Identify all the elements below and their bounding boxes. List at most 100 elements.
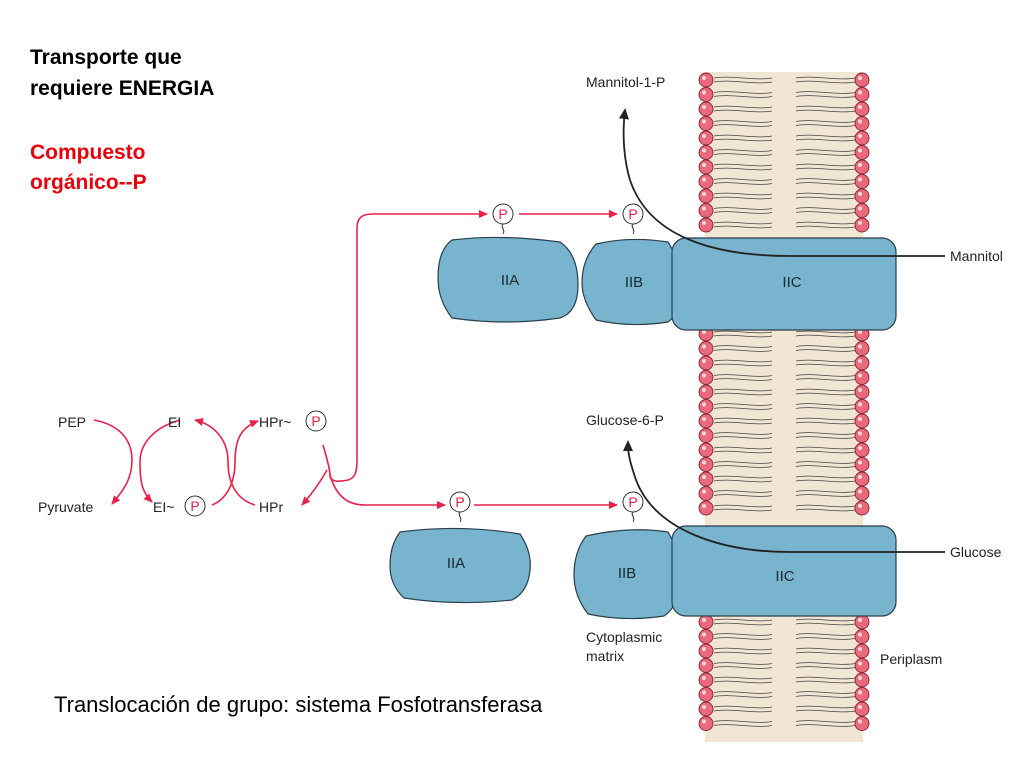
lipid-head (854, 341, 870, 356)
lipid-head-highlight (702, 402, 706, 407)
lipid-head-highlight (858, 690, 862, 695)
lipid-head (698, 413, 714, 429)
glucose-6-p-label: Glucose-6-P (586, 412, 664, 428)
mannitol-transport-arrow (618, 108, 945, 257)
lipid-head (854, 428, 870, 443)
mannitol-1-p-label: Mannitol-1-P (586, 74, 665, 90)
lipid-head-highlight (702, 344, 706, 349)
lipid-head (698, 658, 714, 673)
svg-text:P: P (628, 494, 637, 510)
lipid-head (698, 217, 714, 233)
lipid-head-highlight (702, 177, 706, 182)
lipid-tail (713, 475, 773, 483)
lipid-head (854, 203, 870, 218)
ei-hpr-exchange (194, 418, 259, 506)
lipid-tail (713, 618, 773, 626)
lipid-head-highlight (702, 431, 706, 436)
lipid-head (698, 486, 714, 501)
glucose-transport-arrow (623, 440, 945, 553)
lipid-head-highlight (702, 647, 706, 651)
lipid-head (854, 355, 870, 371)
lipid-tail (713, 105, 773, 113)
lipid-head-highlight (702, 221, 706, 225)
lipid-head-highlight (858, 647, 862, 651)
lipid-tail (713, 330, 773, 338)
heading-line-2: requiere ENERGIA (30, 77, 215, 100)
lipid-head (854, 174, 870, 189)
lipid-tail (713, 149, 773, 156)
lipid-tail (713, 120, 773, 127)
iia-protein-top (437, 236, 579, 323)
lipid-head (698, 370, 714, 385)
lipid-head-highlight (702, 105, 706, 109)
lipid-tail (795, 662, 856, 669)
ei-p-label: EI~ (153, 499, 174, 515)
lipid-head-highlight (702, 192, 706, 196)
lipid-tail (713, 374, 773, 381)
lipid-head-highlight (858, 705, 862, 709)
lipid-head (854, 188, 870, 204)
lipid-head (854, 486, 870, 501)
lipid-head-highlight (858, 373, 862, 378)
lipid-tail (795, 403, 856, 410)
matrix-label: matrix (586, 648, 624, 664)
lipid-tail (795, 417, 856, 425)
lipid-tail (713, 691, 773, 698)
lipid-head (854, 217, 870, 233)
lipid-head (698, 457, 714, 472)
lipid-tail (713, 207, 773, 214)
lipid-tail (713, 403, 773, 410)
lipid-head-highlight (702, 359, 706, 363)
lipid-head-highlight (858, 446, 862, 450)
iib-label-top: IIB (625, 274, 643, 291)
lipid-head (854, 658, 870, 673)
lipid-head-highlight (858, 661, 862, 666)
lipid-head-highlight (702, 373, 706, 378)
lipid-head (698, 116, 714, 131)
lipid-head (698, 174, 714, 189)
lipid-head-highlight (858, 163, 862, 167)
lipid-head (854, 471, 870, 487)
lipid-head (698, 672, 714, 688)
lipid-head (854, 457, 870, 472)
iic-label-top: IIC (782, 274, 801, 291)
iia-label-top: IIA (501, 272, 519, 289)
red-heading-line-2: orgánico--P (30, 171, 147, 194)
lipid-tail (713, 446, 773, 454)
lipid-head-highlight (858, 618, 862, 622)
iib-label-bottom: IIB (618, 565, 636, 582)
lipid-tail (795, 475, 856, 483)
lipid-tail (795, 91, 856, 98)
lipid-head-highlight (702, 475, 706, 479)
lipid-head-highlight (702, 134, 706, 138)
lipid-head (698, 399, 714, 414)
lipid-head-highlight (702, 206, 706, 211)
lipid-head (854, 643, 870, 659)
lipid-head-highlight (858, 119, 862, 124)
lipid-head-highlight (702, 705, 706, 709)
lipid-tail (713, 676, 773, 684)
lipid-head-highlight (702, 417, 706, 421)
lipid-tail (795, 134, 856, 142)
lipid-head-highlight (702, 489, 706, 494)
svg-text:P: P (455, 494, 464, 510)
lipid-tail (795, 330, 856, 338)
lipid-head (854, 370, 870, 385)
lipid-tail (795, 676, 856, 684)
lipid-head (698, 159, 714, 175)
lipid-tail (713, 345, 773, 352)
lipid-head-highlight (702, 148, 706, 153)
lipid-head (854, 116, 870, 131)
lipid-tail (795, 691, 856, 698)
lipid-head (698, 428, 714, 443)
lipid-head (854, 87, 870, 102)
lipid-head-highlight (858, 632, 862, 637)
lipid-tail (713, 662, 773, 669)
lipid-tails (713, 76, 856, 727)
iic-protein-bottom (671, 525, 897, 617)
lipid-head (854, 442, 870, 458)
lipid-head-highlight (858, 221, 862, 225)
svg-text:P: P (498, 206, 507, 222)
lipid-head (698, 716, 714, 731)
lipid-tail (795, 633, 856, 640)
